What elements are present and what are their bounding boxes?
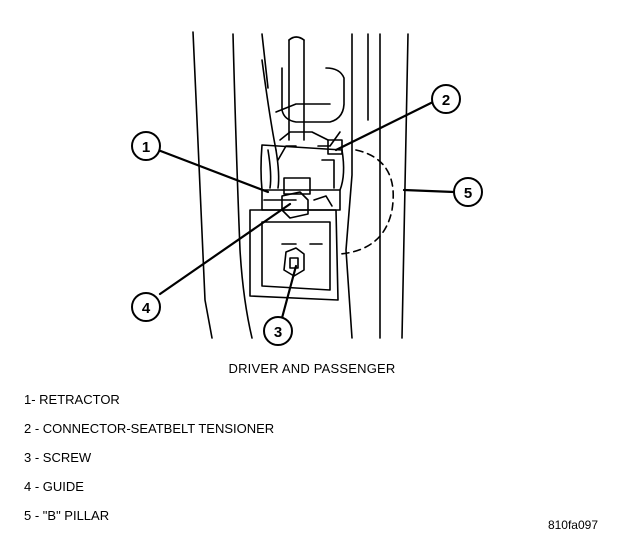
figure-id: 810fa097 <box>547 518 598 532</box>
callout-5-number: 5 <box>464 185 472 202</box>
leader-1 <box>156 148 270 194</box>
legend-item: 1- RETRACTOR <box>24 392 120 407</box>
callout-2-number: 2 <box>442 92 450 109</box>
b-pillar-panel <box>192 31 409 339</box>
callout-1-number: 1 <box>142 139 150 156</box>
pillar-area-outline <box>339 149 394 255</box>
legend-item: 3 - SCREW <box>24 450 92 465</box>
legend-item: 2 - CONNECTOR-SEATBELT TENSIONER <box>24 421 275 436</box>
retractor-installation-illustration: 1 2 3 4 5 <box>131 31 483 346</box>
legend-item: 4 - GUIDE <box>24 479 84 494</box>
screw-head <box>283 247 305 277</box>
retractor-housing <box>260 144 345 211</box>
callout-4: 4 <box>131 292 161 322</box>
leader-5 <box>402 188 456 194</box>
lower-mount-plate <box>249 209 339 301</box>
leader-4 <box>158 202 292 296</box>
callout-3: 3 <box>263 316 293 346</box>
seatbelt-webbing <box>288 36 305 141</box>
callout-1: 1 <box>131 131 161 161</box>
leader-2 <box>334 100 435 152</box>
legend-item: 5 - "B" PILLAR <box>24 508 110 523</box>
callout-5: 5 <box>453 177 483 207</box>
callout-4-number: 4 <box>142 300 151 317</box>
callout-3-number: 3 <box>274 324 282 341</box>
figure-caption: DRIVER AND PASSENGER <box>228 361 396 376</box>
legend: 1- RETRACTOR 2 - CONNECTOR-SEATBELT TENS… <box>24 391 274 536</box>
callout-2: 2 <box>431 84 461 114</box>
leader-3 <box>280 264 298 320</box>
